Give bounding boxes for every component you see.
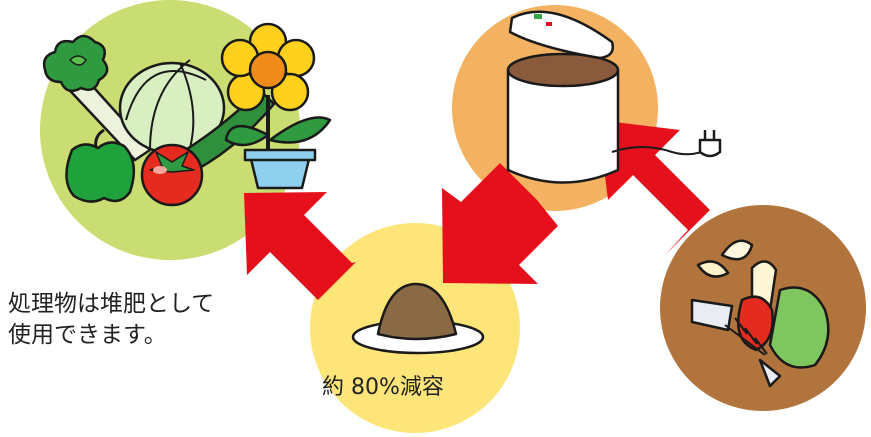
compost-use-note: 処理物は堆肥として 使用できます。	[8, 289, 214, 351]
garbage-processor-icon	[506, 10, 722, 184]
note-line-2: 使用できます。	[8, 322, 167, 348]
arrow-waste-to-processor	[598, 120, 710, 255]
arrow-compost-to-produce	[244, 192, 356, 300]
vegetables-flower-icon	[42, 22, 332, 207]
volume-reduction-label: 約 80%減容	[322, 375, 444, 400]
arrow-processor-to-compost	[442, 163, 558, 284]
compost-pile-icon	[351, 282, 485, 355]
food-waste-icon	[690, 239, 830, 388]
note-line-1: 処理物は堆肥として	[8, 291, 215, 317]
